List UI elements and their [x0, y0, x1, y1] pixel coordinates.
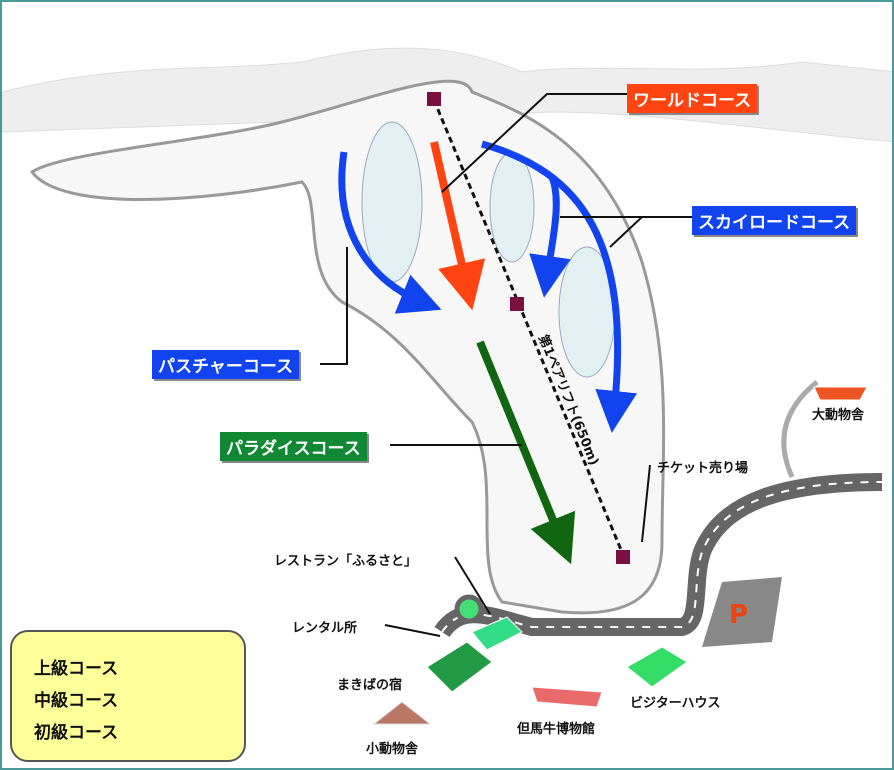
restaurant-label[interactable]: レストラン「ふるさと」	[274, 554, 418, 569]
lift-station	[616, 550, 630, 564]
forest	[489, 151, 535, 263]
rental-shop-label[interactable]: レンタル所	[292, 621, 358, 636]
path	[781, 380, 819, 479]
building-small-animal	[372, 701, 432, 725]
pasture-course-arrow	[338, 151, 442, 314]
legend-advanced: 上級コース	[34, 659, 119, 679]
pasture-course-label[interactable]: パスチャーコース	[152, 350, 299, 379]
paradise-course-label[interactable]: パラダイスコース	[220, 432, 367, 461]
lift-station	[510, 297, 524, 311]
museum-label[interactable]: 但馬牛博物館	[517, 722, 596, 737]
world-course-label[interactable]: ワールドコース	[627, 84, 758, 113]
lift-station	[427, 92, 441, 106]
legend-intermediate: 中級コース	[34, 691, 119, 711]
leader-lines	[454, 556, 491, 615]
forest	[361, 121, 423, 283]
paradise-course-arrow	[476, 340, 576, 565]
leader-lines	[320, 247, 348, 365]
skyroad-course-arrow	[481, 140, 638, 433]
building-visitor	[626, 646, 688, 688]
leader-lines	[441, 93, 627, 193]
skyroad-course-arrow-2	[529, 175, 571, 298]
parking-lot	[702, 577, 782, 647]
leader-lines	[641, 464, 651, 543]
roundabout	[454, 594, 484, 624]
skyroad-course-label[interactable]: スカイロードコース	[692, 206, 857, 235]
visitor-house-label[interactable]: ビジターハウス	[630, 696, 721, 711]
road-markings	[441, 481, 883, 633]
building-inn	[426, 641, 493, 693]
leader-lines	[384, 624, 441, 637]
lift-line	[432, 99, 626, 558]
small-animal-barn-label[interactable]: 小動物舎	[366, 742, 419, 757]
large-animal-barn-label[interactable]: 大動物舎	[812, 408, 865, 423]
parking-label[interactable]: P	[729, 600, 749, 630]
inn-label[interactable]: まきばの宿	[337, 678, 403, 693]
ticket-office-label[interactable]: チケット売り場	[657, 461, 749, 476]
legend: 上級コース 中級コース 初級コース	[10, 630, 246, 762]
building-large-animal	[813, 386, 868, 401]
world-course-arrow	[430, 141, 486, 311]
building-museum	[531, 686, 603, 708]
legend-beginner: 初級コース	[34, 723, 119, 743]
leader-lines	[609, 216, 643, 248]
building-restaurant	[471, 616, 523, 651]
